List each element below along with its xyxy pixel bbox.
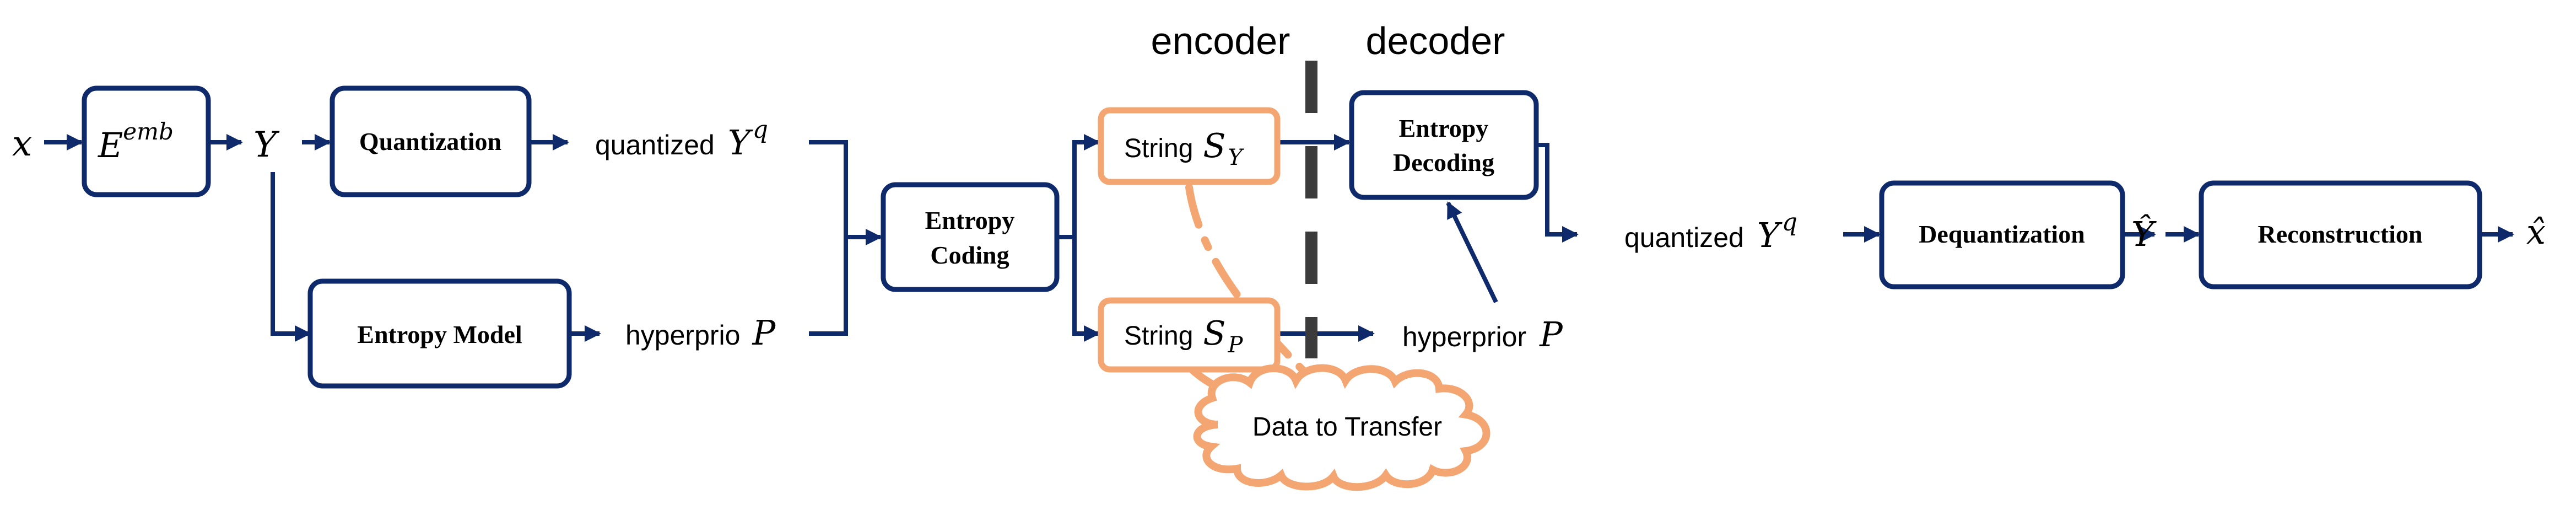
hyperprior-p-decoder: hyperprior P [1402, 314, 1563, 355]
dequantization-block [1879, 180, 2125, 289]
entropy-coding-label-2: Coding [930, 241, 1009, 269]
input-x: x [12, 124, 32, 164]
entropy-coding-label-1: Entropy [925, 206, 1015, 234]
decoder-header: decoder [1366, 19, 1505, 62]
embed-label: Eemb [98, 118, 174, 165]
cloud-shape [1193, 364, 1490, 491]
reconstruction-block [2199, 180, 2482, 289]
merge-bracket-top [809, 140, 848, 237]
string-sy-label: String S Y [1124, 127, 1245, 170]
entropy-model-block [307, 278, 572, 389]
merge-bracket-bottom [809, 237, 848, 336]
embedding-y: Y [253, 125, 280, 165]
hyperprio-p: hyperprio P [625, 313, 776, 353]
arrow-to-string-sp [1072, 237, 1100, 342]
entropy-decoding-block [1349, 90, 1539, 200]
arrow-decoding-out [1536, 143, 1579, 243]
output-y-hat: Ŷ [2131, 214, 2157, 254]
entropy-decoding-label-2: Decoding [1393, 148, 1494, 176]
arrow-to-string-sy [1072, 134, 1100, 237]
quantization-block [330, 85, 532, 197]
quantized-yq-encoder: quantized Y q [595, 116, 768, 163]
connectors [44, 134, 2514, 342]
quantized-yq-decoder: quantized Y q [1624, 208, 1797, 255]
embed-block [82, 85, 211, 197]
arrow-y-to-entropy-model [271, 172, 311, 342]
string-sp-block [1098, 297, 1281, 373]
dequantization-label: Dequantization [1919, 220, 2085, 248]
string-sy-block [1098, 107, 1281, 185]
string-sp-label: String S P [1124, 314, 1244, 358]
quantization-label: Quantization [359, 127, 501, 155]
output-x-hat: x̂ [2526, 212, 2546, 252]
arrow-hyperprior-to-decoding [1446, 201, 1498, 303]
encoder-header: encoder [1151, 19, 1290, 62]
entropy-coding-block [881, 182, 1060, 292]
entropy-model-label: Entropy Model [357, 320, 522, 348]
reconstruction-label: Reconstruction [2258, 220, 2423, 248]
cloud-label: Data to Transfer [1252, 412, 1442, 442]
entropy-decoding-label-1: Entropy [1399, 114, 1489, 142]
